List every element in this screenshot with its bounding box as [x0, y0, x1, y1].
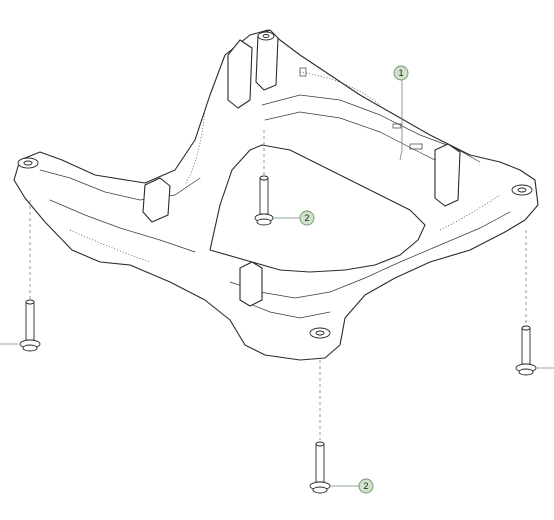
callout-1-label: 1	[398, 68, 403, 78]
bolt-center	[254, 175, 274, 226]
bolt-right	[515, 325, 537, 376]
rear-mount-hole-inner	[262, 34, 270, 38]
rear-slot-1	[392, 123, 402, 129]
casting-texture-3	[439, 194, 501, 231]
front-mount-hole-inner	[315, 330, 325, 336]
rear-crossmember-inner	[264, 111, 446, 166]
rear-crossmember-edge	[261, 94, 481, 163]
left-gusset	[142, 177, 171, 223]
rear-center-tower	[255, 29, 279, 91]
leader-1	[399, 80, 403, 161]
subframe	[13, 29, 539, 361]
rear-slot-2	[409, 143, 423, 150]
callout-2-center: 2	[299, 210, 315, 226]
leader-lines	[0, 80, 554, 487]
left-rail-detail	[39, 169, 201, 201]
right-mount-hole-inner	[517, 187, 527, 193]
front-member-detail	[229, 211, 511, 299]
front-bracket	[239, 261, 263, 307]
rear-left-tower	[227, 39, 253, 109]
bolt-left	[19, 299, 41, 352]
callout-2-front-label: 2	[363, 481, 368, 491]
rear-slot-3	[299, 67, 307, 77]
callout-2-front: 2	[358, 478, 374, 494]
callout-1: 1	[393, 65, 409, 81]
casting-texture-1	[184, 109, 206, 186]
callout-2-center-label: 2	[304, 213, 309, 223]
left-rail-detail-2	[49, 199, 196, 253]
casting-texture-2	[299, 71, 381, 106]
left-mount-hole-inner	[23, 160, 33, 166]
front-member-detail-2	[239, 299, 331, 319]
rear-right-tower	[434, 143, 461, 207]
bolt-front	[309, 441, 331, 494]
alignment-lines	[29, 130, 527, 440]
